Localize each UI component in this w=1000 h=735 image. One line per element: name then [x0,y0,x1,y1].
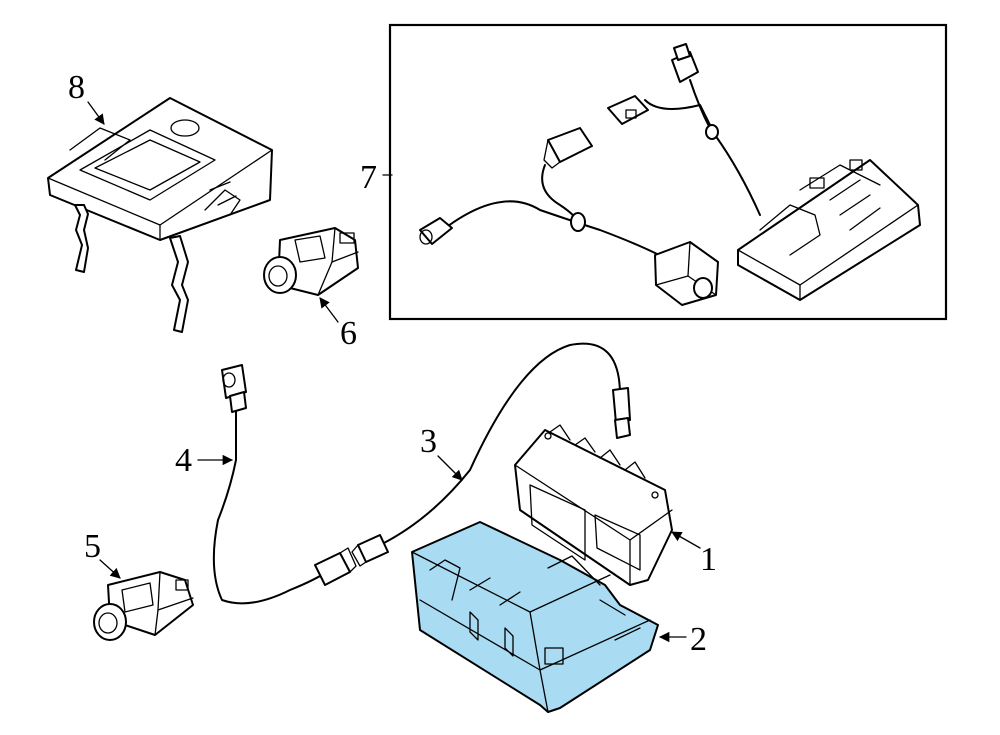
callout-7: 7 [360,159,377,196]
part-7-detail-box [388,23,948,321]
arrow-3 [437,455,463,481]
callout-4: 4 [175,442,192,479]
part-1-module[interactable] [514,424,673,586]
callout-2: 2 [690,621,707,658]
arrow-5 [99,559,121,579]
callout-5: 5 [84,528,101,565]
callout-6: 6 [340,315,357,352]
arrow-6 [319,297,339,323]
part-5-sensor[interactable] [93,571,194,641]
part-7-harness-camera[interactable] [419,43,921,306]
part-2-control-unit[interactable] [411,521,659,713]
callout-1: 1 [700,541,717,578]
part-6-sensor[interactable] [263,227,359,296]
part-3-cable[interactable] [351,342,631,567]
arrow-8 [87,101,105,125]
part-8-bracket[interactable] [47,97,273,333]
arrow-1 [671,531,701,549]
callout-arrows [87,101,701,643]
callout-labels: 8 6 7 4 3 5 1 2 [68,69,717,658]
callout-3: 3 [420,423,437,460]
part-4-harness[interactable] [212,364,357,605]
callout-8: 8 [68,69,85,106]
